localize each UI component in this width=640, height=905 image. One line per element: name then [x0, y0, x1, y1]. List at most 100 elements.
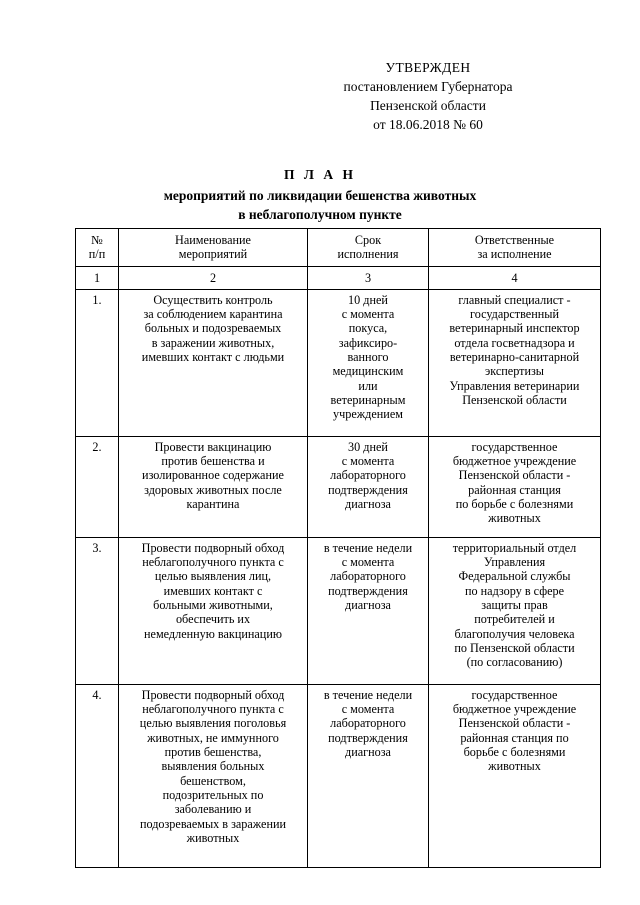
row-number: 2.: [75, 435, 119, 538]
table-header-term: Срок исполнения: [307, 228, 429, 267]
column-number-4: 4: [428, 265, 601, 290]
row-term: в течение недели с момента лабораторного…: [307, 683, 429, 868]
text-line: Федеральной службы: [458, 569, 571, 584]
table-row: 4. Провести подворный обход неблагополуч…: [75, 683, 601, 868]
text-line: против бешенства,: [164, 745, 262, 760]
text-line: подтверждения: [328, 583, 408, 598]
text-line: лабораторного: [330, 716, 406, 731]
text-line: неблагополучного пункта с: [142, 702, 284, 717]
text-line: диагноза: [345, 745, 391, 760]
row-term: 30 дней с момента лабораторного подтверж…: [307, 435, 429, 538]
text-line: диагноза: [345, 598, 391, 613]
text-line: выявления больных: [161, 759, 265, 774]
text-line: государственный: [470, 307, 559, 322]
table-header-name: Наименование мероприятий: [118, 228, 308, 267]
text-line: районная станция: [468, 482, 561, 497]
text-line: в течение недели: [323, 540, 413, 555]
text-line: немедленную вакцинацию: [144, 626, 282, 641]
text-line: благополучия человека: [454, 626, 575, 641]
row-responsible: главный специалист - государственный вет…: [428, 288, 601, 437]
text-line: отдела госветнадзора и: [454, 335, 575, 350]
table-header-number: № п/п: [75, 228, 119, 267]
text-line: Провести подворный обход: [141, 687, 285, 702]
text-line: животных, не иммунного: [147, 730, 279, 745]
text-line: неблагополучного пункта с: [142, 555, 284, 570]
table-header-responsible-line-1: Ответственные: [474, 233, 555, 247]
approval-block: УТВЕРЖДЕН постановлением Губернатора Пен…: [300, 58, 556, 134]
text-line: подтверждения: [328, 482, 408, 497]
text-line: (по согласованию): [466, 655, 563, 670]
text-line: подозрительных по: [162, 787, 264, 802]
table-header-term-line-1: Срок: [354, 233, 382, 247]
text-line: или: [358, 378, 378, 393]
text-line: ветеринарным: [330, 392, 406, 407]
text-line: подозреваемых в заражении: [139, 816, 287, 831]
text-line: изолированное содержание: [142, 468, 284, 483]
text-line: животных: [488, 759, 541, 774]
text-line: государственное: [471, 687, 558, 702]
text-line: Провести подворный обход: [141, 540, 285, 555]
title-plan-word: П Л А Н: [284, 167, 356, 182]
row-measure-name: Провести вакцинацию против бешенства и и…: [118, 435, 308, 538]
text-line: ветеринарный инспектор: [449, 321, 580, 336]
title-subtitle-line-2: в неблагополучном пункте: [238, 207, 402, 222]
text-line: потребителей и: [474, 612, 555, 627]
text-line: по Пензенской области: [454, 640, 575, 655]
row-term: в течение недели с момента лабораторного…: [307, 536, 429, 685]
text-line: здоровых животных после: [144, 482, 282, 497]
table-header-term-line-2: исполнения: [337, 247, 399, 262]
text-line: борьбе с болезнями: [463, 745, 566, 760]
text-line: зафиксиро-: [338, 335, 398, 350]
approval-line-1: УТВЕРЖДЕН: [385, 60, 471, 75]
text-line: целью выявления лиц,: [154, 569, 272, 584]
text-line: за соблюдением карантина: [143, 307, 283, 322]
approval-line-3: Пензенской области: [370, 98, 486, 113]
table-column-number-row: 1 2 3 4: [75, 265, 601, 290]
text-line: бешенством,: [180, 773, 246, 788]
table-row: 2. Провести вакцинацию против бешенства …: [75, 435, 601, 538]
text-line: Провести вакцинацию: [154, 439, 272, 454]
text-line: целью выявления поголовья: [139, 716, 287, 731]
text-line: по борьбе с болезнями: [455, 497, 574, 512]
column-number-1: 1: [75, 265, 119, 290]
text-line: карантина: [186, 497, 240, 512]
approval-line-2: постановлением Губернатора: [343, 79, 513, 94]
row-responsible: государственное бюджетное учреждение Пен…: [428, 435, 601, 538]
text-line: главный специалист -: [458, 292, 571, 307]
text-line: лабораторного: [330, 468, 406, 483]
text-line: подтверждения: [328, 730, 408, 745]
text-line: Управления ветеринарии: [449, 378, 580, 393]
text-line: Пензенской области -: [458, 468, 571, 483]
text-line: 30 дней: [348, 439, 388, 454]
row-number: 3.: [75, 536, 119, 685]
row-measure-name: Осуществить контроль за соблюдением кара…: [118, 288, 308, 437]
row-term: 10 дней с момента покуса, зафиксиро- ван…: [307, 288, 429, 437]
table-header-name-line-1: Наименование: [175, 233, 251, 247]
table-header-name-line-2: мероприятий: [178, 247, 248, 262]
text-line: территориальный отдел: [452, 540, 577, 555]
text-line: ветеринарно-санитарной: [449, 350, 580, 365]
text-line: медицинским: [332, 364, 404, 379]
table-header-responsible: Ответственные за исполнение: [428, 228, 601, 267]
text-line: с момента: [341, 702, 395, 717]
column-number-3: 3: [307, 265, 429, 290]
text-line: Пензенской области: [462, 392, 567, 407]
text-line: имевших контакт с: [163, 583, 263, 598]
table-header-row: № п/п Наименование мероприятий Срок испо…: [75, 228, 601, 267]
text-line: животных: [186, 830, 240, 845]
text-line: диагноза: [345, 497, 391, 512]
row-measure-name: Провести подворный обход неблагополучног…: [118, 536, 308, 685]
row-responsible: территориальный отдел Управления Федерал…: [428, 536, 601, 685]
title-subtitle-line-1: мероприятий по ликвидации бешенства живо…: [163, 188, 477, 203]
text-line: ванного: [347, 350, 389, 365]
text-line: обеспечить их: [175, 612, 251, 627]
table-header-number-line-1: №: [91, 233, 103, 247]
text-line: бюджетное учреждение: [452, 702, 577, 717]
text-line: по надзору в сфере: [464, 583, 565, 598]
text-line: Пензенской области -: [458, 716, 571, 731]
page-title: П Л А Н мероприятий по ликвидации бешенс…: [0, 165, 640, 224]
row-number: 4.: [75, 683, 119, 868]
text-line: больных и подозреваемых: [144, 321, 282, 336]
table-header-number-line-2: п/п: [88, 247, 106, 262]
